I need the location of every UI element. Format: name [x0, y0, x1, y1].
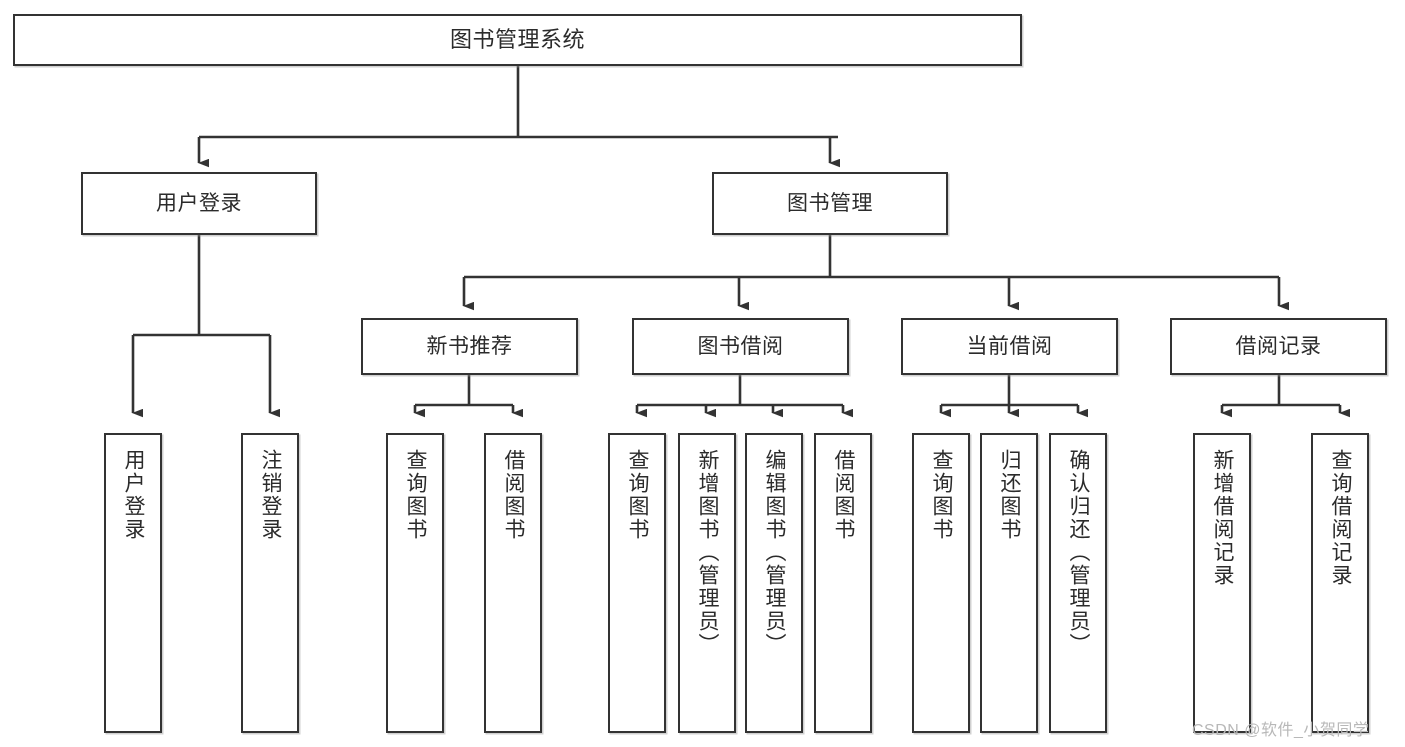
node-label: 图书借阅: [697, 334, 784, 358]
node-label: 借阅图书: [502, 449, 526, 541]
node-new-book-recommend[interactable]: 新书推荐: [361, 318, 578, 375]
csdn-watermark: CSDN @软件_小贺同学: [1192, 722, 1370, 739]
leaf-recommend-query-book[interactable]: 查询图书: [386, 433, 444, 733]
node-label: 查询图书: [404, 449, 428, 541]
leaf-record-add-record[interactable]: 新增借阅记录: [1193, 433, 1251, 733]
node-label: 编辑图书（管理员）: [763, 449, 787, 656]
leaf-user-logout[interactable]: 注销登录: [241, 433, 299, 733]
leaf-borrow-add-book-admin[interactable]: 新增图书（管理员）: [678, 433, 736, 733]
leaf-borrow-borrow-book[interactable]: 借阅图书: [814, 433, 872, 733]
leaf-current-query-book[interactable]: 查询图书: [912, 433, 970, 733]
node-label: 图书管理: [787, 191, 873, 215]
node-label: 图书管理系统: [449, 26, 585, 52]
leaf-current-confirm-return-admin[interactable]: 确认归还（管理员）: [1049, 433, 1107, 733]
node-label: 注销登录: [259, 449, 283, 541]
node-label: 借阅图书: [832, 449, 856, 541]
leaf-borrow-edit-book-admin[interactable]: 编辑图书（管理员）: [745, 433, 803, 733]
node-label: 当前借阅: [966, 334, 1053, 358]
leaf-recommend-borrow-book[interactable]: 借阅图书: [484, 433, 542, 733]
node-label: 确认归还（管理员）: [1067, 449, 1091, 656]
node-user-login[interactable]: 用户登录: [81, 172, 317, 235]
leaf-current-return-book[interactable]: 归还图书: [980, 433, 1038, 733]
node-label: 查询图书: [930, 449, 954, 541]
node-book-management[interactable]: 图书管理: [712, 172, 948, 235]
node-borrow-record[interactable]: 借阅记录: [1170, 318, 1387, 375]
node-label: 用户登录: [122, 449, 146, 541]
node-label: 归还图书: [998, 449, 1022, 541]
node-label: 查询借阅记录: [1329, 449, 1353, 587]
node-book-borrow[interactable]: 图书借阅: [632, 318, 849, 375]
node-label: 借阅记录: [1235, 334, 1322, 358]
leaf-user-login[interactable]: 用户登录: [104, 433, 162, 733]
node-label: 查询图书: [626, 449, 650, 541]
node-root-system[interactable]: 图书管理系统: [13, 14, 1022, 66]
node-label: 新增图书（管理员）: [696, 449, 720, 656]
node-label: 新增借阅记录: [1211, 449, 1235, 587]
node-label: 新书推荐: [426, 334, 513, 358]
leaf-record-query-record[interactable]: 查询借阅记录: [1311, 433, 1369, 733]
node-current-borrow[interactable]: 当前借阅: [901, 318, 1118, 375]
node-label: 用户登录: [156, 191, 242, 215]
leaf-borrow-query-book[interactable]: 查询图书: [608, 433, 666, 733]
